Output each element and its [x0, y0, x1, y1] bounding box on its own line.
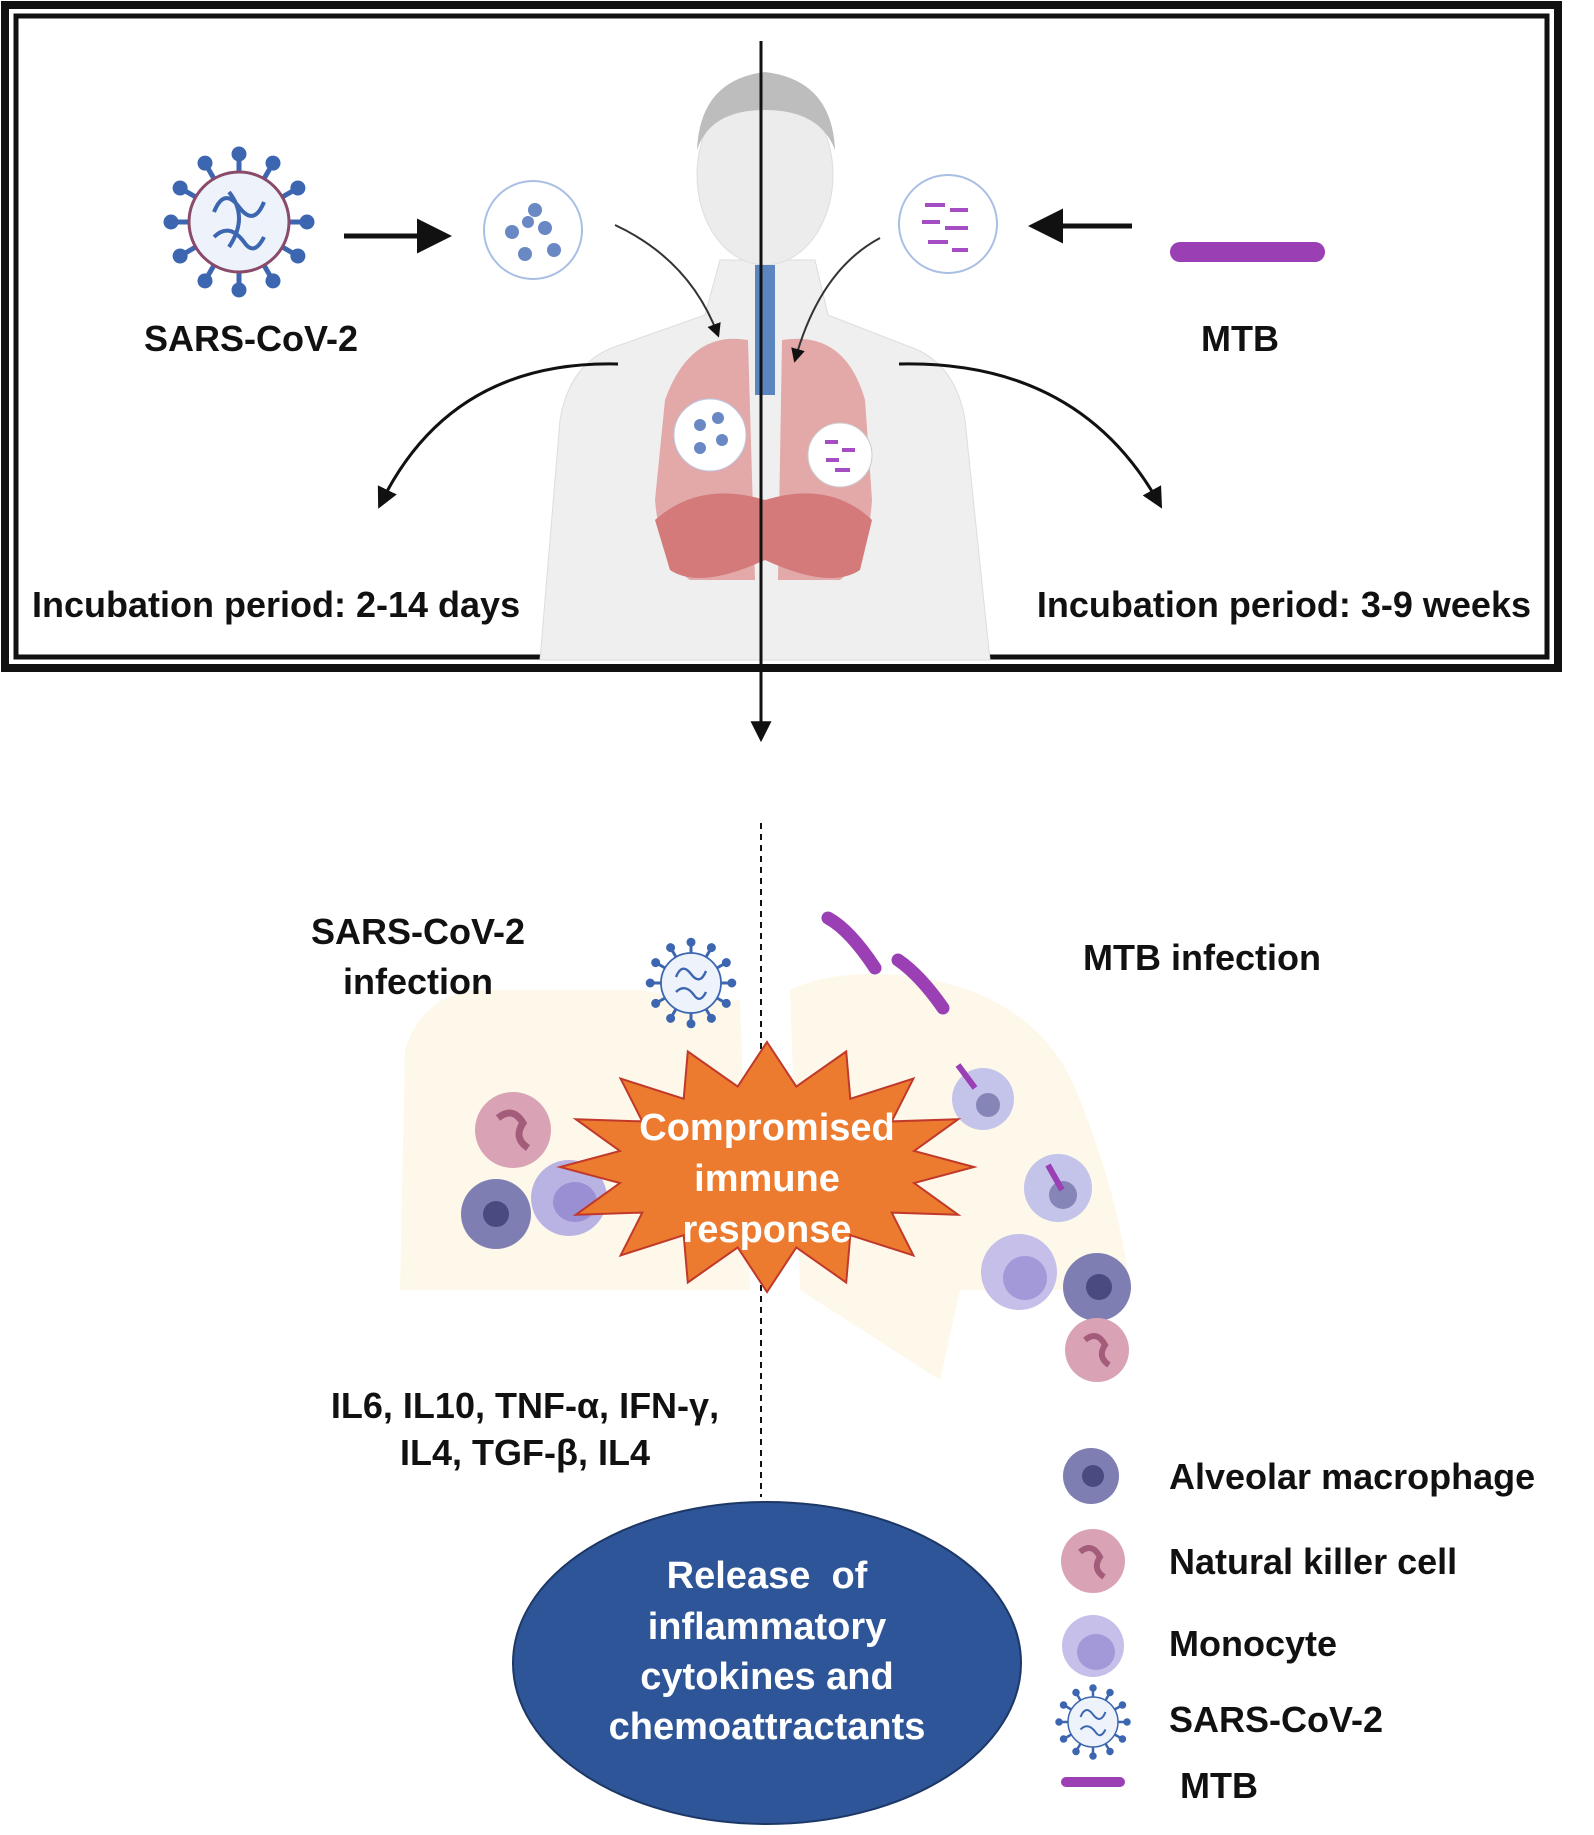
outer-frame: [1, 1, 1562, 672]
legend-label: Monocyte: [1169, 1623, 1337, 1664]
mtb-bacterium: [821, 911, 882, 975]
mtb-incubation-text: Incubation period: 3-9 weeks: [1037, 584, 1531, 625]
sars-incubation-arrow: [377, 362, 619, 509]
natural-killer-cell: [1065, 1318, 1129, 1382]
starburst-line1: Compromised: [639, 1107, 894, 1149]
mtb-to-lung-arrow: [791, 237, 881, 363]
natural-killer-cell: [475, 1092, 551, 1168]
legend: Alveolar macrophage Natural killer cell …: [1055, 1448, 1535, 1806]
cytokines-line1: IL6, IL10, TNF-α, IFN-γ,: [331, 1385, 719, 1426]
alveolar-macrophage-infected: [1024, 1154, 1092, 1222]
sars-to-lung-arrow: [614, 224, 721, 338]
sars-infection-line2: infection: [343, 961, 493, 1002]
ellipse-line4: chemoattractants: [609, 1706, 926, 1748]
sars-label: SARS-CoV-2: [144, 318, 358, 359]
alveolar-macrophage-infected: [952, 1063, 1014, 1130]
monocyte-icon: [1062, 1615, 1124, 1677]
starburst-line2: immune: [694, 1158, 840, 1200]
human-body-illustration: [539, 72, 991, 661]
ellipse-line2: inflammatory: [648, 1606, 887, 1648]
ellipse-line3: cytokines and: [640, 1656, 893, 1698]
legend-label: SARS-CoV-2: [1169, 1699, 1383, 1740]
starburst-line3: response: [683, 1209, 852, 1251]
alveolar-macrophage: [1063, 1253, 1131, 1321]
mtb-incubation-arrow: [898, 362, 1163, 509]
sars-cov-2-icon: [166, 146, 312, 295]
mtb-bacterium: [891, 953, 950, 1015]
monocyte: [981, 1234, 1057, 1310]
release-cytokines-ellipse: [512, 1501, 1022, 1825]
legend-label: Alveolar macrophage: [1169, 1456, 1535, 1497]
sars-incubation-text: Incubation period: 2-14 days: [32, 584, 520, 625]
sars-cov-2-small-icon: [645, 937, 737, 1029]
legend-label: Natural killer cell: [1169, 1541, 1457, 1582]
alveolar-macrophage: [461, 1179, 531, 1249]
sars-infection-line1: SARS-CoV-2: [311, 911, 525, 952]
ellipse-line1: Release of: [667, 1555, 868, 1597]
alveolar-macrophage-icon: [1063, 1448, 1119, 1504]
trachea: [755, 265, 775, 395]
cytokines-line2: IL4, TGF-β, IL4: [400, 1432, 650, 1473]
sars-particles-circle: [483, 180, 583, 280]
mtb-label: MTB: [1201, 318, 1279, 359]
legend-label: MTB: [1180, 1765, 1258, 1806]
natural-killer-cell-icon: [1061, 1529, 1125, 1593]
sars-cov-2-icon: [1055, 1684, 1131, 1760]
compromised-immune-starburst: [556, 1040, 978, 1294]
mtb-particles-circle: [898, 174, 998, 274]
mtb-infection-label: MTB infection: [1083, 937, 1321, 978]
